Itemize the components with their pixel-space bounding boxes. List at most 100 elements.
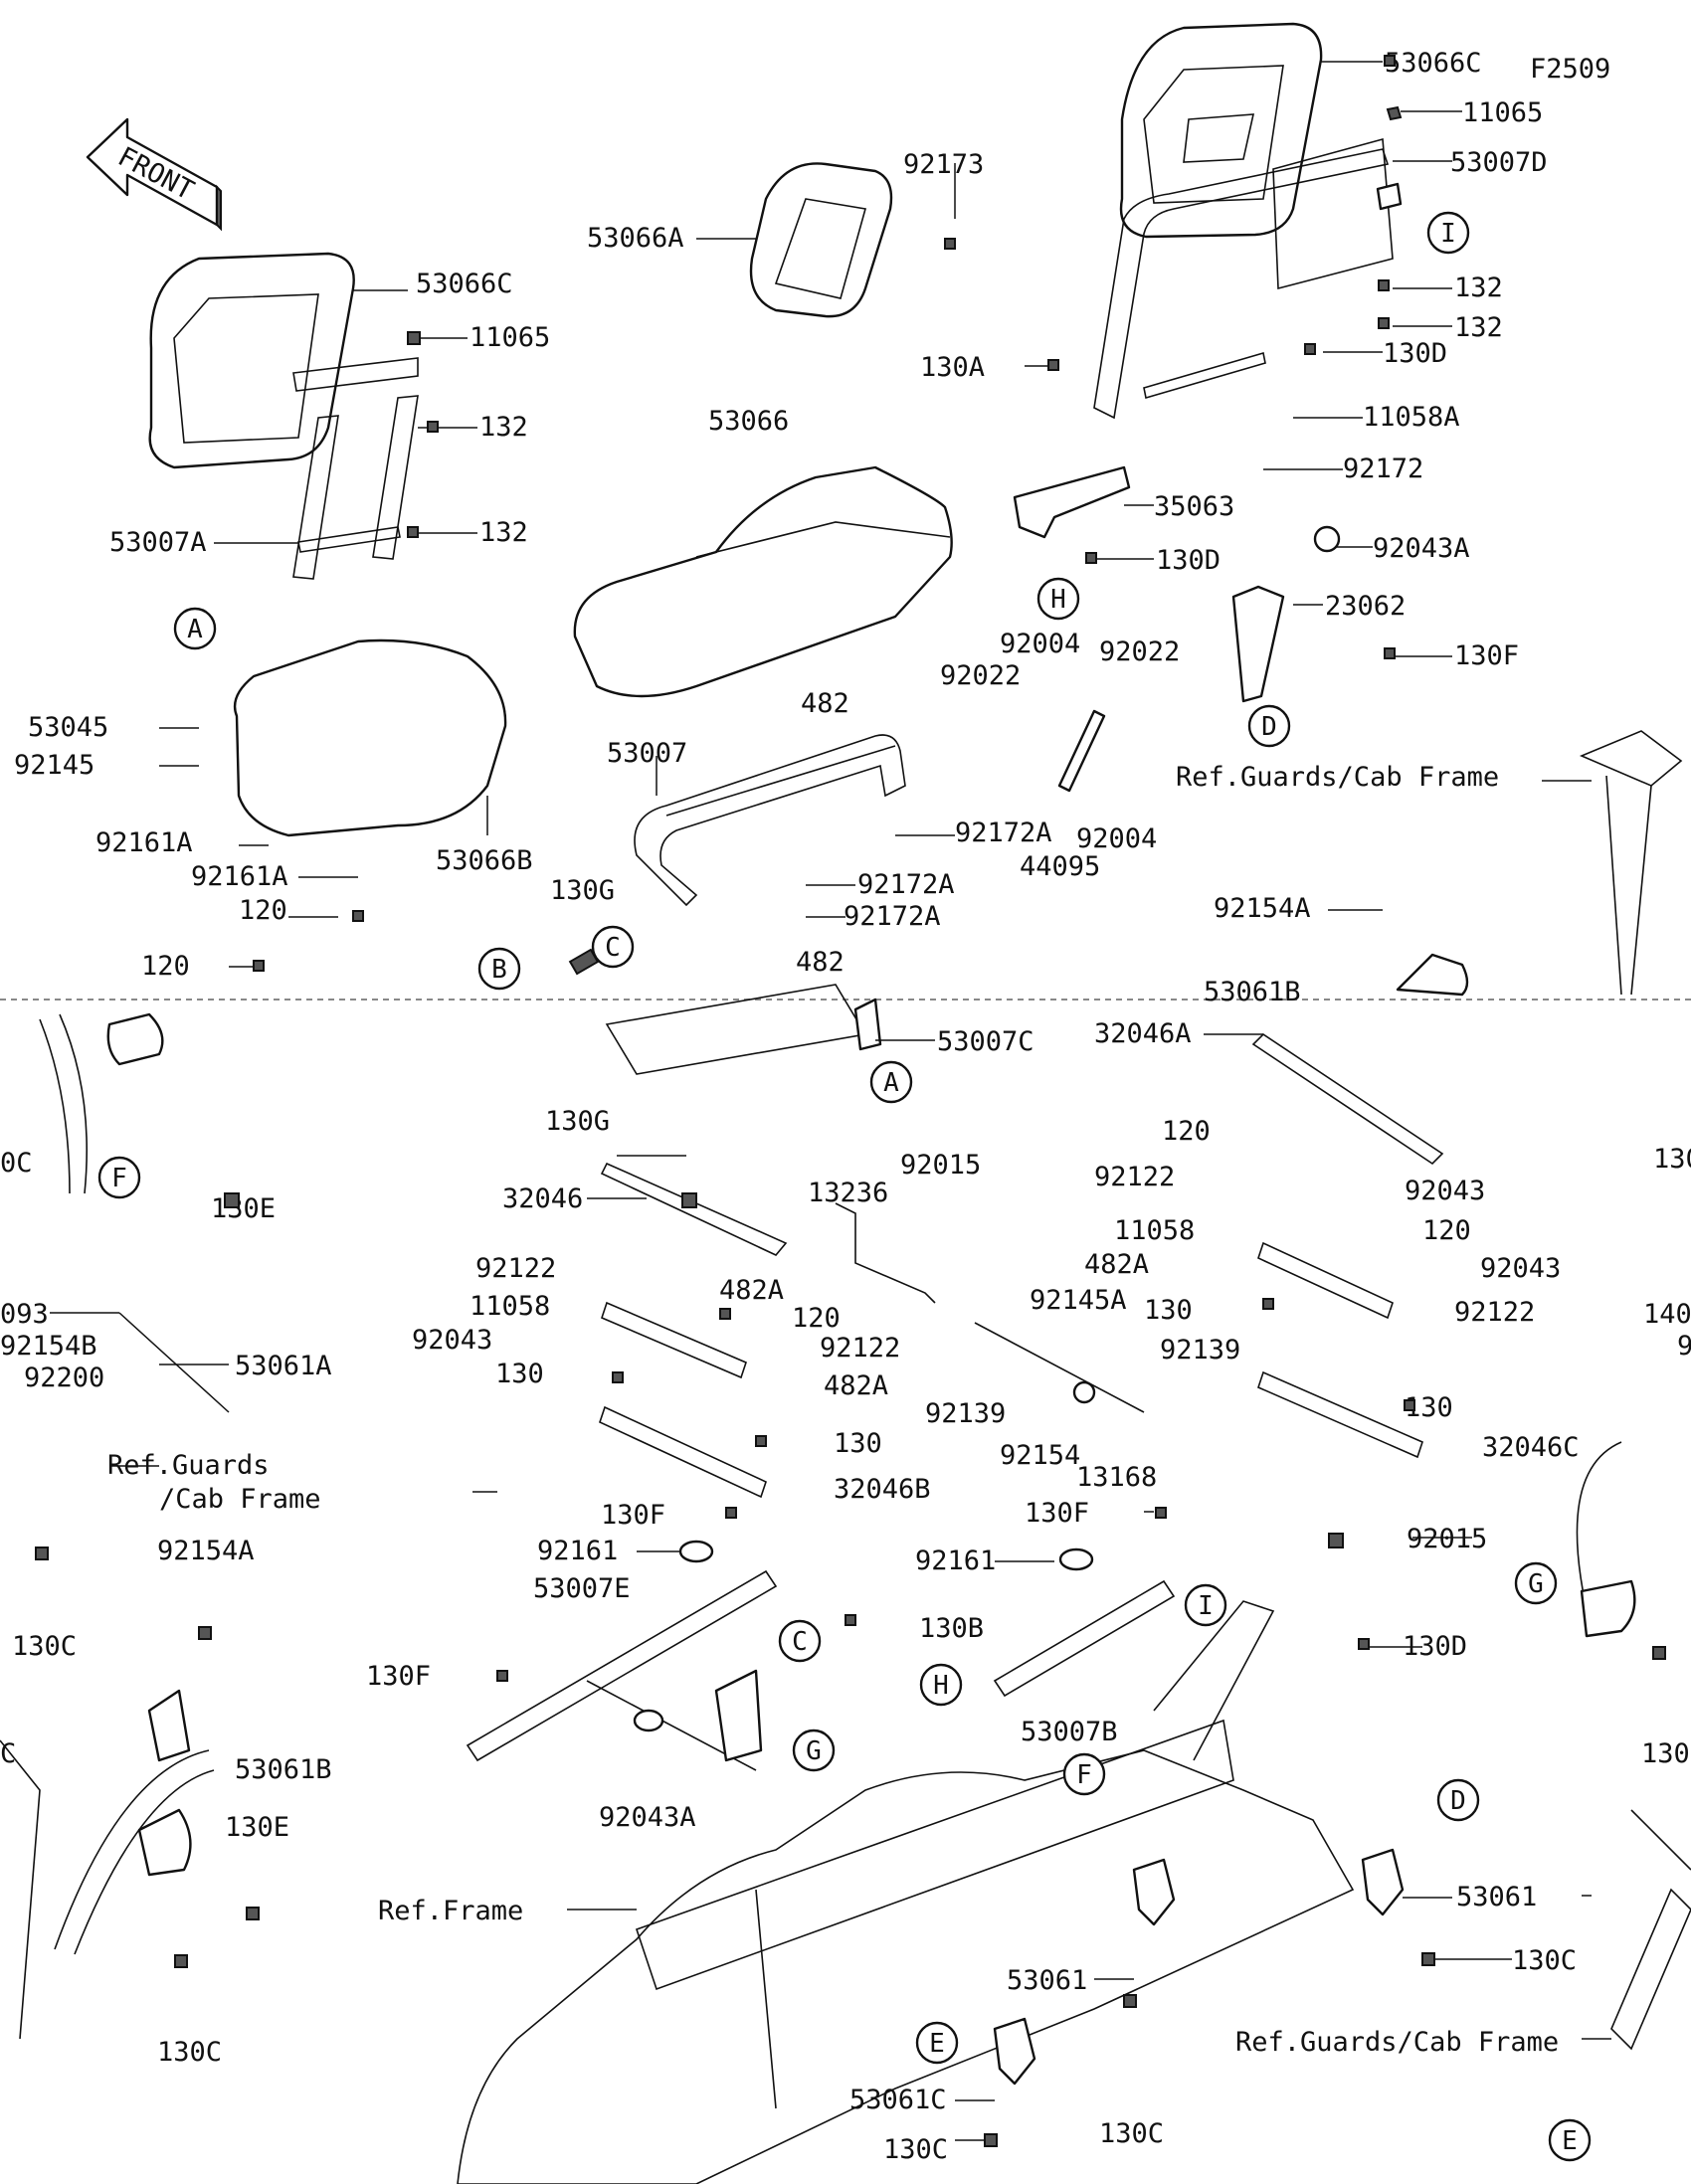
part-label: 13168 [1076,1462,1157,1493]
part-label: 32046A [1094,1018,1192,1049]
part-label: 132 [479,517,528,548]
svg-text:D: D [1450,1786,1466,1816]
part-label: 35063 [1154,491,1234,522]
callout-circle: C [591,925,635,969]
part-label: 53061 [1456,1882,1537,1912]
svg-text:A: A [883,1068,899,1098]
part-label: Ref.Guards/Cab Frame [1235,2027,1559,2058]
bolt-icon [1313,525,1341,553]
bolt-icon [1304,343,1316,355]
svg-text:E: E [1562,2126,1578,2156]
part-label: 53045 [28,712,108,743]
part-label: 130B [919,1613,984,1644]
shaft-92154 [974,1322,1145,1413]
bolt-icon [1123,1994,1137,2008]
part-label: 92161 [537,1536,618,1566]
part-label: 92015 [1407,1524,1487,1554]
part-label: 53066A [587,223,684,254]
svg-text:H: H [933,1671,949,1701]
part-label: 130C [1512,1945,1577,1976]
callout-circle: D [1436,1778,1480,1822]
part-label: 120 [792,1303,841,1334]
svg-text:H: H [1050,585,1066,615]
rail-32046a [1251,1032,1444,1166]
seat-base-53007b [993,1579,1176,1698]
part-label: 9 [1677,1331,1691,1362]
part-label: 53066 [708,406,789,437]
leader-lines [50,61,1611,2141]
rail-32046 [600,1162,788,1256]
part-label: 120 [1162,1116,1211,1147]
part-label: 130D [1403,1631,1467,1662]
part-label: 92004 [1076,823,1157,854]
part-label: 482 [801,688,849,719]
seat-frame-53007 [634,734,906,907]
bolt-icon [1384,55,1396,67]
part-label: 120 [239,895,287,926]
rod-13236 [835,1202,936,1304]
callout-circle: A [173,607,217,650]
part-label: /Cab Frame [159,1484,321,1515]
part-label: 92200 [24,1363,104,1393]
part-label: 130C [1099,2118,1164,2149]
part-label: 92139 [925,1398,1006,1429]
part-label: 130F [601,1500,665,1531]
part-label: 92145 [14,750,94,781]
callout-circle: B [477,947,521,991]
part-label: 92172A [844,901,941,932]
bolt-icon [984,2133,998,2147]
callout-circle: H [919,1663,963,1707]
bolt-icon [612,1371,624,1383]
rail-32046c [1257,1370,1423,1459]
bolt-icon [944,238,956,250]
part-label: 140 [1643,1299,1691,1330]
part-label: 130 [834,1428,882,1459]
part-label: 093 [0,1299,49,1330]
part-label: 44095 [1020,851,1100,882]
bolt-icon [719,1308,731,1320]
bolt-icon [568,948,600,976]
part-label: 92145A [1030,1285,1127,1316]
bolt-icon [1155,1507,1167,1519]
part-label: 130G [550,875,615,906]
front-arrow-icon: FRONT [86,117,222,232]
bolt-icon [35,1547,49,1560]
part-label: 53061 [1007,1965,1087,1996]
part-label: 130 [1653,1144,1691,1175]
part-label: 92043 [1405,1176,1485,1206]
bracket-23062 [1231,585,1285,703]
part-label: 92172 [1343,454,1423,484]
svg-text:C: C [792,1627,808,1657]
svg-text:E: E [929,2029,945,2059]
part-label: C [0,1738,16,1769]
callout-circle: E [915,2021,959,2065]
callout-markers: I H D A C B A F C G H I F G D E E [97,211,1592,2162]
svg-text:I: I [1198,1591,1214,1621]
bolt-icon [1358,1638,1370,1650]
bolt-icon [681,1192,697,1208]
buckle-53061-right [1361,1848,1405,1916]
part-label: 92172A [857,869,955,900]
rail-32046b [599,1405,767,1499]
buckle-53061-center [1132,1858,1176,1926]
front-label: FRONT [112,141,198,207]
part-labels: F2509 53066C 11065 53007D 132 132 130D 1… [0,48,1691,2165]
part-label: 482A [719,1275,784,1306]
bolt-icon [407,331,421,345]
part-label: 130 [1641,1738,1690,1769]
callout-circle: G [1514,1561,1558,1605]
part-label: 92139 [1160,1335,1240,1365]
bolt-icon [725,1507,737,1519]
belt-left-upper [39,1012,164,1194]
part-label: 53007E [533,1573,631,1604]
vehicle-frame [457,1600,1355,2184]
callout-circle: A [869,1060,913,1104]
part-label: 92161 [915,1546,996,1576]
part-label: 92015 [900,1150,981,1181]
part-label: 130F [1454,640,1519,671]
callout-circle: F [1062,1752,1106,1796]
bracket-35063 [1013,465,1131,539]
part-label: 130F [366,1661,431,1692]
backrest-frame-53007a [292,357,419,580]
